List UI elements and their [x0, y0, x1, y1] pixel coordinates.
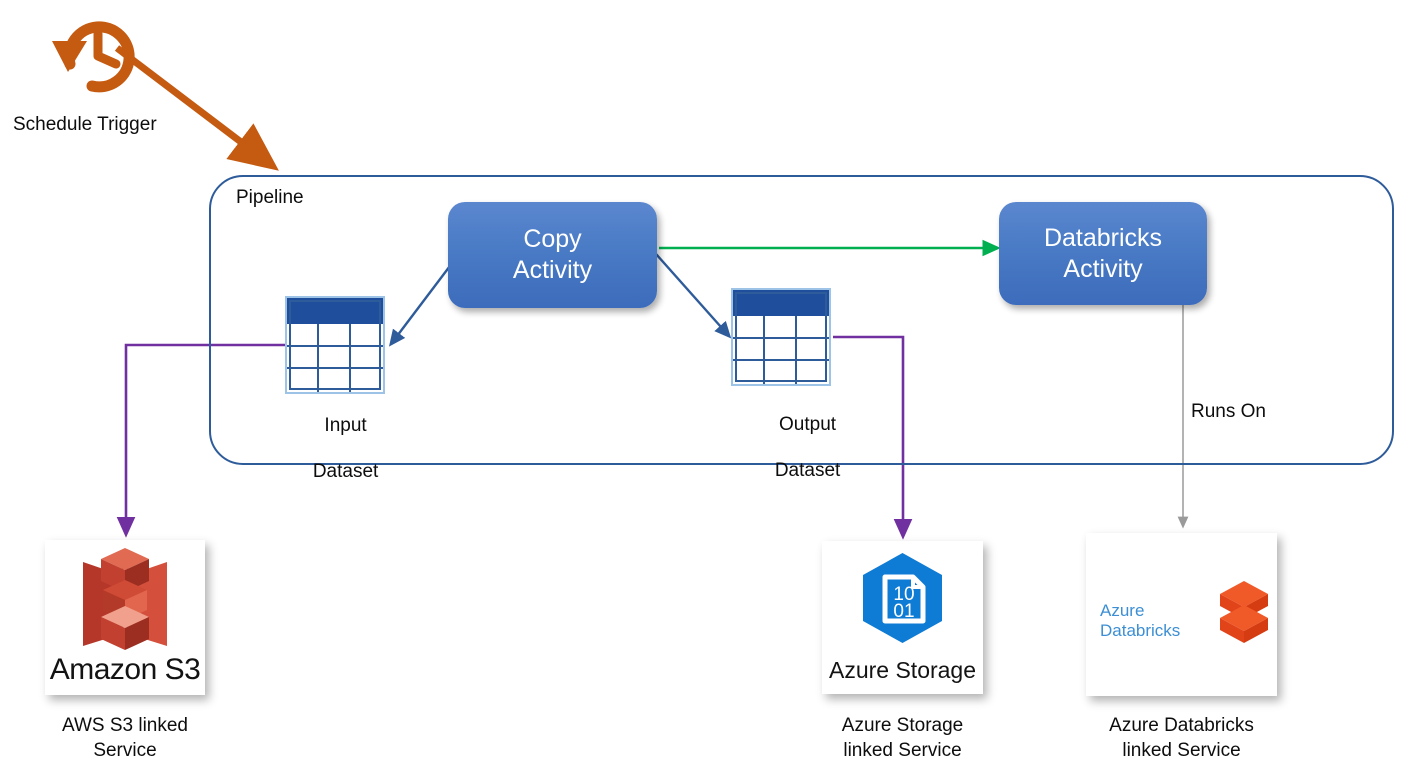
storage-digits-bottom: 01 — [893, 601, 914, 622]
azure-databricks-logo-text: Azure Databricks — [1100, 601, 1181, 640]
table-header-row — [733, 290, 829, 316]
aws-s3-caption: AWS S3 linked Service — [25, 713, 225, 763]
table-grid — [287, 324, 383, 392]
input-dataset-label-line2: Dataset — [312, 461, 379, 482]
databricks-activity-label-line1: Databricks — [1043, 223, 1163, 252]
output-dataset-label-line1: Output — [779, 414, 837, 435]
azure-storage-caption-line2: linked Service — [843, 740, 962, 761]
amazon-s3-logo-text: Amazon S3 — [49, 653, 201, 686]
azure-storage-logo: 10 01 — [863, 553, 942, 643]
copy-activity-label-line1: Copy — [523, 225, 582, 253]
input-dataset-table-icon[interactable] — [285, 296, 385, 394]
azure-databricks-caption: Azure Databricks linked Service — [1081, 713, 1282, 763]
schedule-trigger-label: Schedule Trigger — [13, 114, 157, 135]
aws-s3-service-tile[interactable]: Amazon S3 — [45, 540, 205, 695]
runs-on-label: Runs On — [1191, 401, 1266, 422]
amazon-s3-logo — [83, 548, 167, 650]
aws-s3-caption-line1: AWS S3 linked — [61, 715, 188, 736]
clock-refresh-icon — [46, 6, 152, 98]
input-dataset-label-line1: Input — [324, 415, 367, 436]
copy-activity-label-line2: Activity — [512, 256, 593, 284]
output-dataset-table-icon[interactable] — [731, 288, 831, 386]
azure-storage-service-tile[interactable]: 10 01 Azure Storage — [822, 541, 983, 694]
databricks-bricks-icon — [1220, 581, 1268, 643]
pipeline-container — [209, 175, 1394, 465]
azure-storage-caption-line1: Azure Storage — [841, 715, 964, 736]
databricks-activity-node[interactable]: Databricks Activity — [999, 202, 1207, 305]
table-grid — [733, 316, 829, 384]
storage-digits-top: 10 — [893, 584, 914, 605]
output-dataset-label: Output Dataset — [717, 390, 877, 505]
output-dataset-label-line2: Dataset — [774, 460, 841, 481]
azure-databricks-service-tile[interactable]: Azure Databricks — [1086, 533, 1277, 696]
pipeline-label: Pipeline — [236, 187, 304, 208]
input-dataset-label: Input Dataset — [255, 391, 415, 506]
databricks-activity-label-line2: Activity — [1063, 254, 1143, 283]
azure-databricks-caption-line1: Azure Databricks — [1109, 715, 1254, 736]
copy-activity-node[interactable]: Copy Activity — [448, 202, 657, 308]
table-header-row — [287, 298, 383, 324]
azure-storage-logo-text: Azure Storage — [828, 657, 977, 683]
azure-storage-caption: Azure Storage linked Service — [802, 713, 1003, 763]
aws-s3-caption-line2: Service — [93, 740, 157, 761]
azure-databricks-caption-line2: linked Service — [1122, 740, 1241, 761]
